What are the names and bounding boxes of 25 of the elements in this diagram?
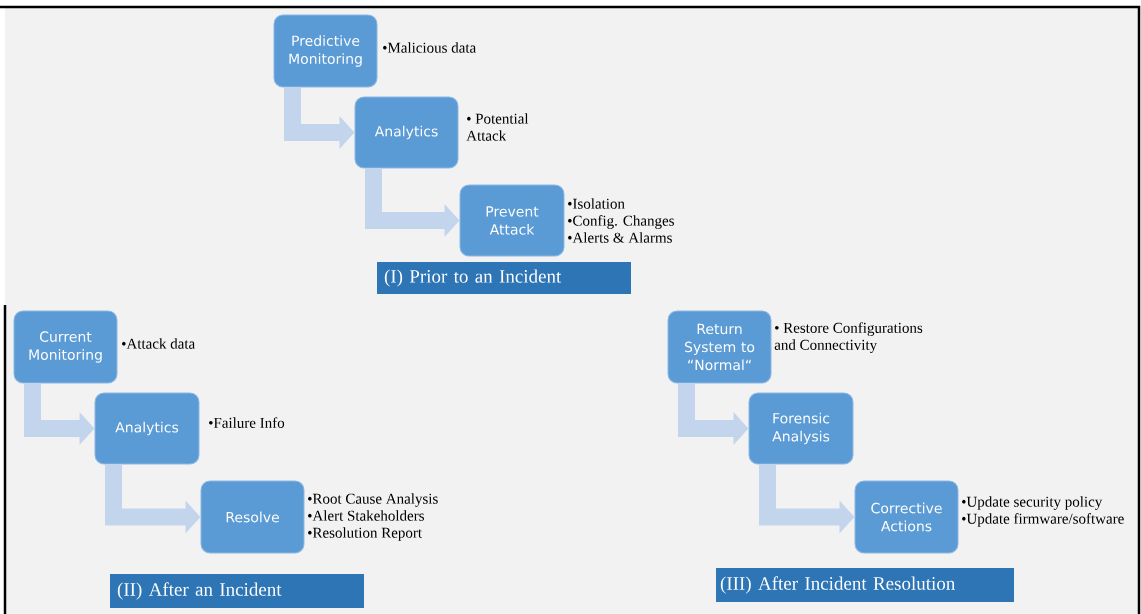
process-box: Prevent Attack <box>459 184 565 257</box>
caption-band: (I) Prior to an Incident <box>377 262 631 294</box>
bullet-item: •Update security policy <box>962 496 1103 510</box>
bullet-item: •Resolution Report <box>308 527 422 541</box>
bullet-item: • Potential Attack <box>466 113 529 141</box>
bullet-item: •Config. Changes <box>568 215 674 229</box>
caption-band: (II) After an Incident <box>110 574 364 608</box>
bullet-item: •Update firmware/software <box>962 513 1124 527</box>
bullet-item: • Restore Configurations and Connectivity <box>774 322 923 353</box>
process-box: Predictive Monitoring <box>273 14 378 88</box>
process-box: Forensic Analysis <box>748 392 854 465</box>
bullet-item: •Failure Info <box>209 417 285 428</box>
caption-band: (III) After Incident Resolution <box>716 568 1014 602</box>
bullet-item: •Alert Stakeholders <box>308 510 424 521</box>
bullet-item: •Alerts & Alarms <box>568 232 672 243</box>
process-box: Analytics <box>354 96 459 169</box>
process-box: Return System to “Normal“ <box>667 310 772 384</box>
process-box: Resolve <box>200 480 305 554</box>
process-box: Corrective Actions <box>854 480 959 554</box>
process-box: Current Monitoring <box>13 310 118 384</box>
bullet-item: •Root Cause Analysis <box>308 493 438 507</box>
process-box: Analytics <box>94 392 200 465</box>
bullet-item: •Isolation <box>568 198 625 209</box>
bullet-item: •Attack data <box>122 338 195 349</box>
bullet-item: •Malicious data <box>383 42 476 53</box>
